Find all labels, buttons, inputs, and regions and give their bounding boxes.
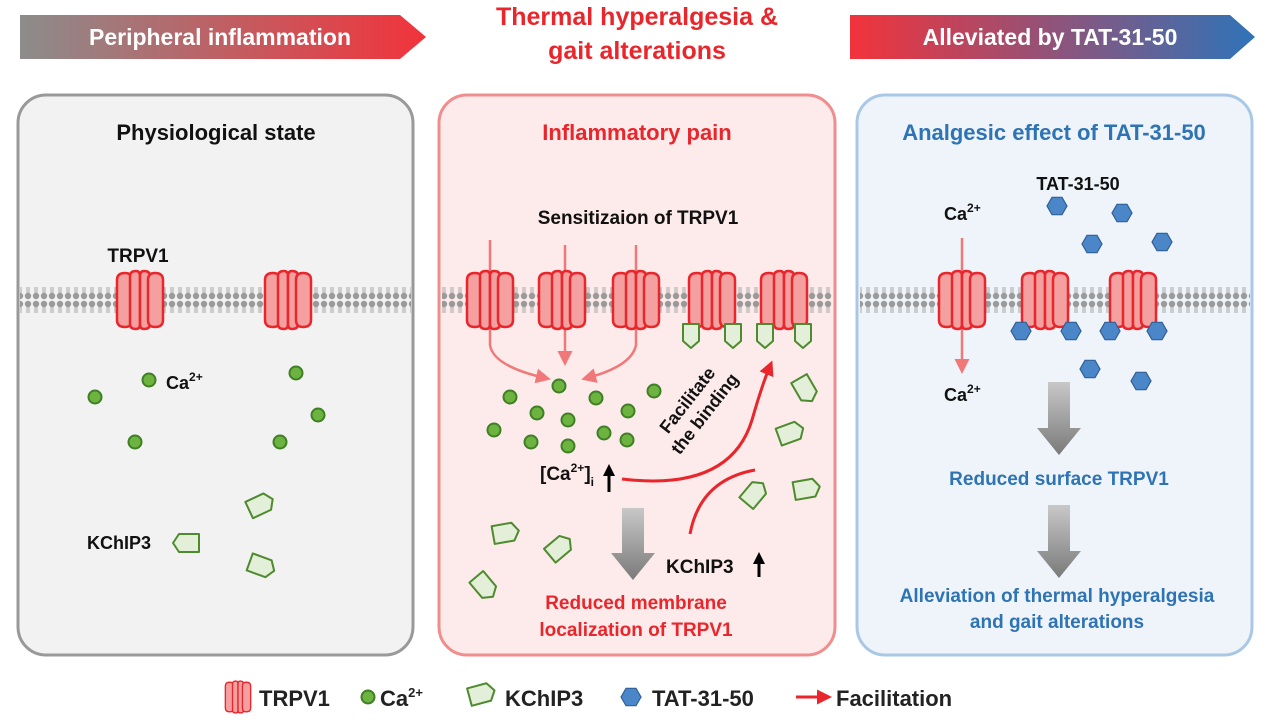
trpv1-channel-icon <box>115 269 165 331</box>
calcium-ion-icon <box>272 434 288 450</box>
kchip3-label: KChIP3 <box>87 533 151 553</box>
calcium-ion-icon <box>288 365 304 381</box>
tat-label: TAT-31-50 <box>1036 174 1119 194</box>
calcium-ion-icon <box>87 389 103 405</box>
kchip3-pentagon-icon <box>172 533 200 553</box>
tat-hexagon-icon <box>1130 371 1152 391</box>
calcium-ion-icon <box>127 434 143 450</box>
banner-middle-line2: gait alterations <box>548 37 726 65</box>
tat-hexagon-icon <box>1151 232 1173 252</box>
trpv1-channel-icon <box>1108 269 1158 331</box>
calcium-ion-icon <box>529 405 545 421</box>
trpv1-channel-icon <box>611 269 661 331</box>
legend-tat: TAT-31-50 <box>652 686 754 711</box>
trpv1-channel-icon <box>687 269 737 331</box>
calcium-ion-icon <box>523 434 539 450</box>
panel-analgesic-title: Analgesic effect of TAT-31-50 <box>902 120 1206 145</box>
intracellular-calcium-label: [Ca2+]i <box>540 461 594 489</box>
panel-physiological-title: Physiological state <box>116 120 315 145</box>
legend-kchip3: KChIP3 <box>505 686 583 711</box>
downward-block-arrow <box>611 508 655 580</box>
banner-left-arrow <box>20 15 426 59</box>
calcium-ion-icon <box>310 407 326 423</box>
trpv1-label: TRPV1 <box>107 246 169 267</box>
tat-hexagon-icon <box>1099 321 1121 341</box>
calcium-influx-arrow <box>581 245 638 383</box>
tat-hexagon-icon <box>1111 203 1133 223</box>
legend: TRPV1 Ca2+ KChIP3 TAT-31-50 Facilitation <box>224 680 952 714</box>
panel-inflammatory-title: Inflammatory pain <box>542 120 731 145</box>
result-line1: Reduced membrane <box>545 593 727 614</box>
calcium-ion-icon <box>560 438 576 454</box>
ca-label-bottom: Ca2+ <box>944 382 981 405</box>
calcium-influx-arrow <box>488 240 551 384</box>
tat-hexagon-icon <box>1060 321 1082 341</box>
facilitation-arrow-icon <box>688 468 756 535</box>
calcium-ion-icon <box>620 403 636 419</box>
kchip3-pentagon-icon <box>466 680 498 707</box>
tat-hexagon-icon <box>620 687 642 707</box>
trpv1-channel-icon <box>537 269 587 331</box>
ca-label-top: Ca2+ <box>944 201 981 224</box>
trpv1-channel-icon <box>937 269 987 331</box>
tat-hexagon-icon <box>1081 234 1103 254</box>
analgesic-step2-line1: Alleviation of thermal hyperalgesia <box>900 586 1215 607</box>
banner-middle-line1: Thermal hyperalgesia & <box>496 3 778 31</box>
facilitation-arrow-icon <box>621 360 774 483</box>
calcium-ion-icon <box>360 689 376 705</box>
calcium-ion-icon <box>551 378 567 394</box>
calcium-ion-icon <box>596 425 612 441</box>
banner-left-text: Peripheral inflammation <box>89 24 351 50</box>
calcium-ion-icon <box>502 389 518 405</box>
trpv1-channel-icon <box>465 269 515 331</box>
sensitization-label: Sensitizaion of TRPV1 <box>538 208 739 229</box>
membrane-physiological <box>20 284 411 314</box>
calcium-ion-icon <box>486 422 502 438</box>
result-line2: localization of TRPV1 <box>539 620 733 641</box>
kchip3-pentagon-icon <box>756 323 774 349</box>
trpv1-channel-icon <box>224 680 252 714</box>
calcium-ion-icon <box>619 432 635 448</box>
downward-block-arrow <box>1037 382 1081 455</box>
tat-hexagon-icon <box>1146 321 1168 341</box>
panel-physiological <box>16 93 415 657</box>
banner-right-arrow <box>850 15 1255 59</box>
tat-hexagon-icon <box>1010 321 1032 341</box>
banner-right-text: Alleviated by TAT-31-50 <box>923 24 1178 50</box>
kchip3-increase-label: KChIP3 <box>666 557 734 578</box>
trpv1-channel-icon <box>759 269 809 331</box>
kchip3-pentagon-icon <box>682 323 700 349</box>
calcium-ion-icon <box>588 390 604 406</box>
panel-inflammatory <box>437 93 837 657</box>
analgesic-step1: Reduced surface TRPV1 <box>949 469 1169 490</box>
legend-facilitation: Facilitation <box>836 686 952 711</box>
kchip3-pentagon-icon <box>794 323 812 349</box>
legend-trpv1: TRPV1 <box>259 686 330 711</box>
downward-block-arrow <box>1037 505 1081 578</box>
panel-analgesic <box>855 93 1254 657</box>
tat-hexagon-icon <box>1079 359 1101 379</box>
trpv1-channel-icon <box>263 269 313 331</box>
calcium-ion-icon <box>646 383 662 399</box>
legend-ca: Ca2+ <box>380 685 423 711</box>
ca-label: Ca2+ <box>166 370 203 393</box>
trpv1-channel-icon <box>1020 269 1070 331</box>
calcium-ion-icon <box>141 372 157 388</box>
analgesic-step2-line2: and gait alterations <box>970 612 1144 633</box>
kchip3-pentagon-icon <box>724 323 742 349</box>
calcium-ion-icon <box>560 412 576 428</box>
tat-hexagon-icon <box>1046 196 1068 216</box>
